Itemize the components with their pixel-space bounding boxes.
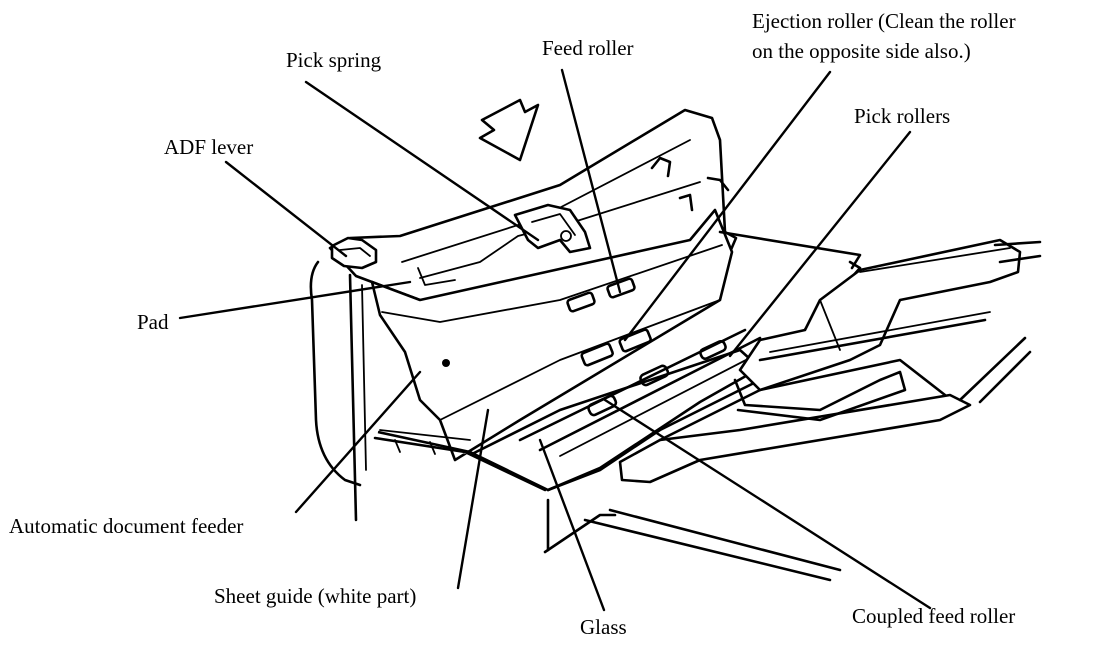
label-feed-roller: Feed roller (542, 36, 634, 60)
base-right-slope (546, 260, 862, 492)
label-ejection-roller-line1: Ejection roller (Clean the roller (752, 9, 1016, 33)
feed-roller-shape-2 (606, 277, 636, 299)
pick-spring-detail (531, 213, 576, 236)
adf-inner-lower-edge (439, 299, 721, 421)
leader-glass (538, 438, 606, 612)
label-glass: Glass (580, 615, 627, 639)
scanner-left-edge (361, 284, 367, 471)
glass-line-3 (559, 344, 776, 457)
coupled-feed-roller-shape-3 (699, 339, 727, 361)
paper-chute-rail-1 (993, 240, 1042, 247)
chute-guide-rail-2 (769, 311, 991, 353)
leader-ejection-roller (623, 70, 832, 342)
chute-guide-rail (758, 318, 987, 362)
paper-chute-inner (819, 247, 1011, 351)
pick-spring-shape (513, 203, 592, 254)
sheet-guide-strip (373, 436, 547, 492)
label-pick-rollers: Pick rollers (854, 104, 950, 128)
chute-guide-left (733, 370, 907, 422)
leader-pad (178, 280, 412, 320)
label-coupled-feed-roller: Coupled feed roller (852, 604, 1015, 628)
stacker-right-line-1 (958, 336, 1027, 402)
ejection-roller-shape-1 (580, 342, 614, 367)
pick-spring-bolt (560, 230, 572, 242)
lid-hinge-hook-2 (706, 176, 730, 192)
lid-hinge-hook-3 (678, 193, 694, 212)
paper-chute-rail-2 (998, 254, 1042, 264)
leader-coupled-feed-roller (603, 398, 932, 610)
leader-feed-roller (560, 68, 622, 294)
scanner-left-inner-wall (348, 273, 358, 522)
sheet-guide-inner (379, 429, 471, 441)
coupled-feed-roller-shape-2 (639, 364, 670, 387)
output-tray (618, 393, 972, 484)
output-tray-edge (658, 358, 947, 442)
leader-pick-rollers (728, 130, 912, 358)
label-automatic-document-feeder: Automatic document feeder (9, 514, 243, 538)
labels: Pick spring Feed roller Ejection roller … (9, 9, 1016, 639)
base-right-top (718, 230, 862, 270)
leader-lines (178, 68, 932, 612)
scanner-left-body (309, 260, 362, 487)
stacker-corner (543, 513, 617, 554)
scanner-illustration (309, 98, 1042, 582)
coupled-feed-roller-shape-1 (587, 394, 618, 417)
leader-adf-lever (224, 160, 348, 258)
adf-lid-inner-ridge (419, 181, 701, 279)
label-adf-lever: ADF lever (164, 135, 253, 159)
sheet-guide-slots (394, 439, 436, 455)
adf-lid-slot (417, 267, 456, 286)
label-sheet-guide: Sheet guide (white part) (214, 584, 416, 608)
adf-inner-fold (381, 244, 723, 323)
paper-chute (738, 238, 1022, 392)
direction-arrow-icon (478, 98, 540, 162)
label-pick-spring: Pick spring (286, 48, 382, 72)
lid-hinge-hook-1 (650, 156, 672, 178)
stacker-right-line-2 (978, 350, 1032, 404)
leader-pick-spring (304, 80, 540, 242)
stacker-line-1 (583, 518, 832, 582)
ejection-roller-shape-2 (618, 328, 652, 353)
adf-lever-detail (339, 247, 371, 257)
label-ejection-roller-line2: on the opposite side also.) (752, 39, 971, 63)
adf-lever-shape (330, 236, 378, 270)
leader-adf (294, 370, 422, 514)
adf-panel-screw (442, 359, 450, 367)
label-pad: Pad (137, 310, 169, 334)
glass-line-2 (538, 336, 762, 452)
leader-sheet-guide (456, 408, 490, 590)
stacker-line-2 (608, 508, 842, 572)
feed-roller-shape-1 (566, 291, 596, 313)
